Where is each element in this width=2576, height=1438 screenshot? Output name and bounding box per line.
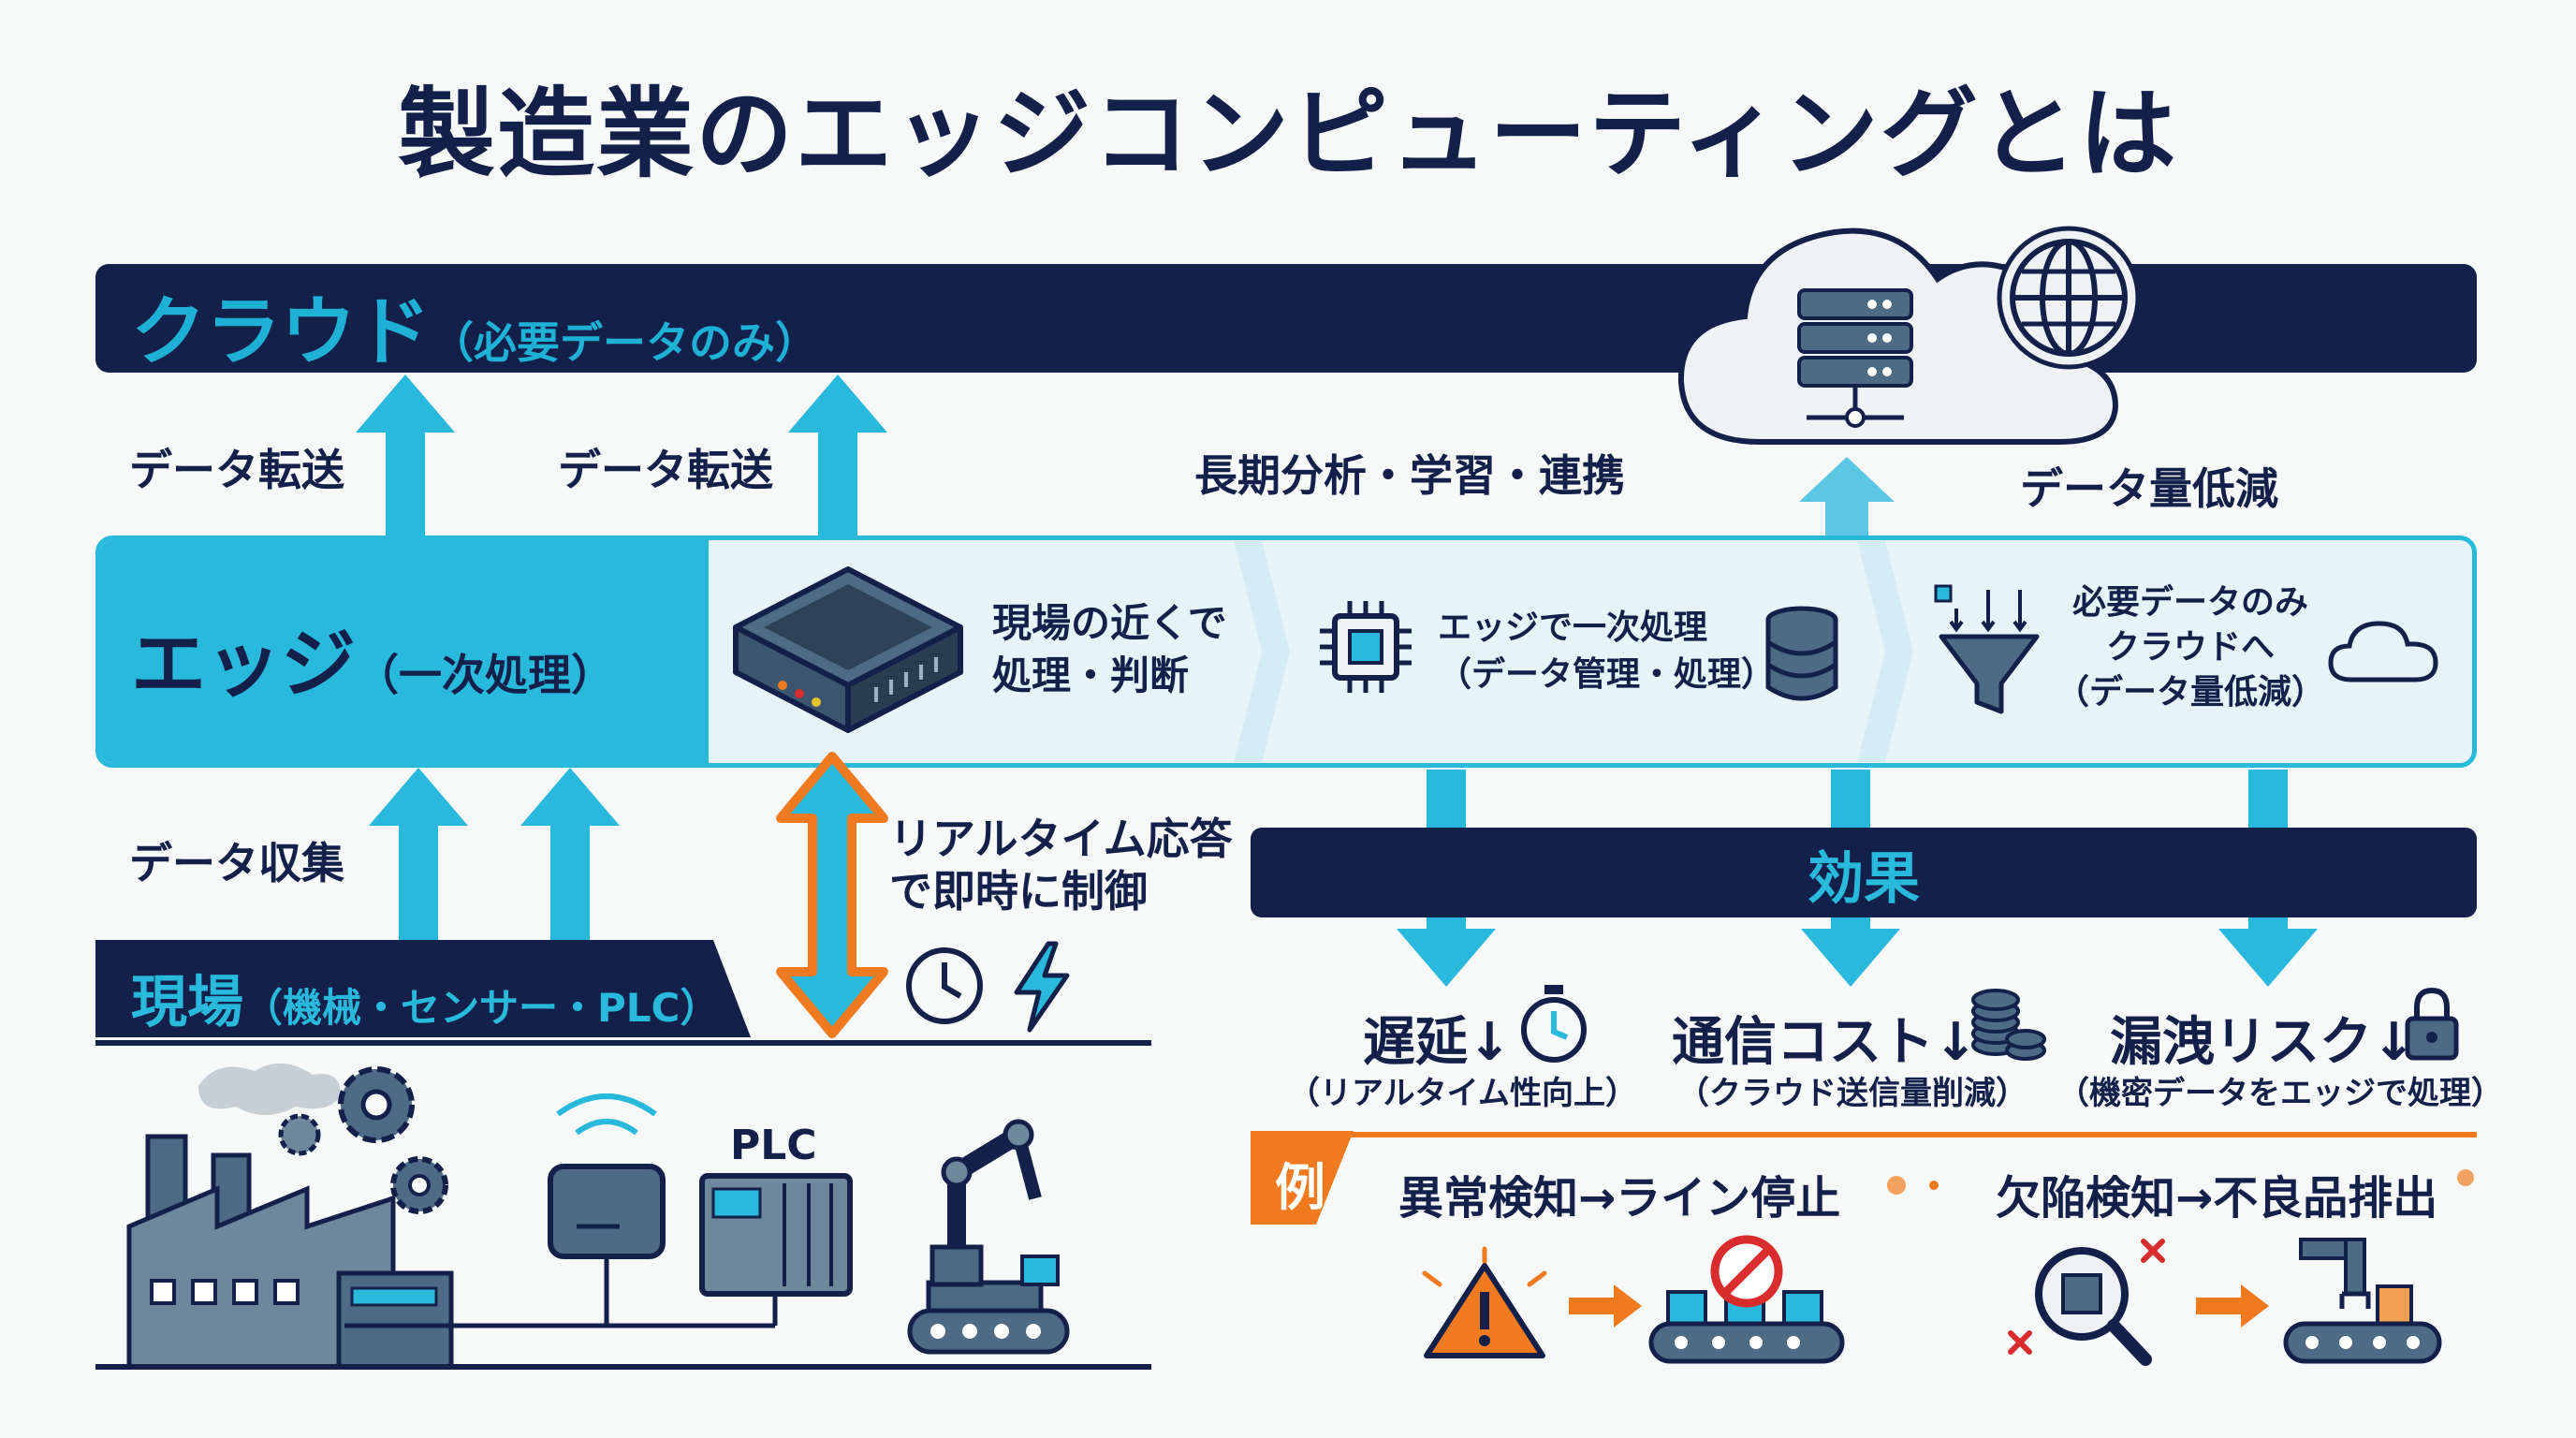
edge-step-2-text: エッジで一次処理 （データ管理・処理）: [1438, 605, 1775, 698]
data-transfer-label-left: データ転送: [129, 445, 344, 495]
data-transfer-label-mid: データ転送: [558, 445, 773, 495]
arrow-right-icon-1: [1569, 1284, 1642, 1328]
effect-leak-sub: （機密データをエッジで処理）: [2057, 1075, 2503, 1112]
edge-step-2-line1: エッジで一次処理: [1438, 609, 1708, 647]
edge-step-3-line3: （データ量低減）: [2055, 673, 2325, 712]
warning-icon: [1422, 1246, 1547, 1358]
database-icon: [1765, 606, 1838, 701]
upload-arrow-left: [356, 374, 455, 539]
plc-label: PLC: [730, 1122, 817, 1169]
edge-step-1-line2: 処理・判断: [992, 653, 1190, 698]
edge-device-icon: [733, 566, 963, 733]
clock-icon: [906, 947, 983, 1024]
realtime-double-arrow: [776, 752, 888, 1038]
example-case-defect: 欠陥検知→不良品排出: [1996, 1172, 2438, 1225]
field-heading: 現場（機械・センサー・PLC）: [131, 957, 719, 1038]
step-separator-1: [1234, 541, 1290, 762]
realtime-line1: リアルタイム応答: [889, 814, 1233, 864]
effect-title: 効果: [1808, 846, 1920, 912]
cloud-label: クラウド: [131, 288, 431, 375]
edge-step-2-line2: （データ管理・処理）: [1438, 655, 1776, 694]
lightning-icon: [1014, 941, 1070, 1033]
effect-leak: 漏洩リスク↓: [2110, 1012, 2416, 1073]
factory-illustration: [95, 1063, 1151, 1370]
realtime-label: リアルタイム応答 で即時に制御: [889, 813, 1233, 917]
line-stop-icon: [1648, 1235, 1845, 1364]
page-title: 製造業のエッジコンピューティングとは: [398, 77, 2178, 191]
edge-sub-label: （一次処理）: [356, 650, 614, 700]
upload-arrow-right: [1799, 457, 1895, 539]
defect-inspection-icon: [2008, 1239, 2165, 1366]
effect-cost-sub: （クラウド送信量削減）: [1677, 1075, 2027, 1112]
field-sub-label: （機械・センサー・PLC）: [243, 985, 720, 1031]
cloud-heading: クラウド（必要データのみ）: [131, 271, 818, 380]
field-bar: [95, 940, 1151, 1046]
effect-latency: 遅延↓: [1363, 1012, 1512, 1073]
edge-step-3-line2: クラウドへ: [2105, 628, 2275, 667]
edge-step-3-text: 必要データのみ クラウドへ （データ量低減）: [2041, 580, 2340, 715]
effect-cost: 通信コスト↓: [1672, 1012, 1978, 1073]
edge-heading: エッジ（一次処理）: [131, 604, 614, 712]
collect-arrow-2: [520, 768, 620, 951]
cpu-chip-icon: [1320, 601, 1412, 693]
edge-label-panel: [100, 540, 709, 763]
edge-step-3-line1: 必要データのみ: [2071, 583, 2308, 622]
collect-arrow-1: [369, 768, 468, 951]
realtime-line2: で即時に制御: [889, 866, 1148, 917]
example-bar: [1251, 1131, 2477, 1225]
effect-latency-sub: （リアルタイム性向上）: [1288, 1075, 1637, 1112]
example-case-anomaly: 異常検知→ライン停止: [1398, 1172, 1841, 1225]
data-reduction-label: データ量低減: [2020, 463, 2278, 514]
small-cloud-icon: [2328, 621, 2438, 682]
upload-arrow-mid: [788, 374, 887, 539]
reject-ejector-icon: [2283, 1238, 2442, 1364]
step-separator-2: [1857, 541, 1913, 762]
field-label: 現場: [131, 970, 243, 1035]
cloud-sub-label: （必要データのみ）: [431, 317, 818, 368]
globe-icon: [1997, 226, 2141, 370]
edge-step-1-line1: 現場の近くで: [992, 600, 1227, 646]
funnel-filter-icon: [1934, 584, 2040, 714]
lock-icon: [2405, 987, 2459, 1061]
edge-label: エッジ: [131, 621, 356, 708]
long-term-analysis-label: 長期分析・学習・連携: [1194, 450, 1625, 501]
coins-icon: [1971, 989, 2046, 1061]
stopwatch-icon: [1521, 985, 1587, 1063]
arrow-right-icon-2: [2196, 1284, 2269, 1328]
data-collect-label: データ収集: [129, 838, 344, 888]
effect-bar: [1251, 828, 2477, 917]
edge-step-1-text: 現場の近くで 処理・判断: [992, 597, 1227, 702]
example-tag: 例: [1275, 1158, 1325, 1217]
